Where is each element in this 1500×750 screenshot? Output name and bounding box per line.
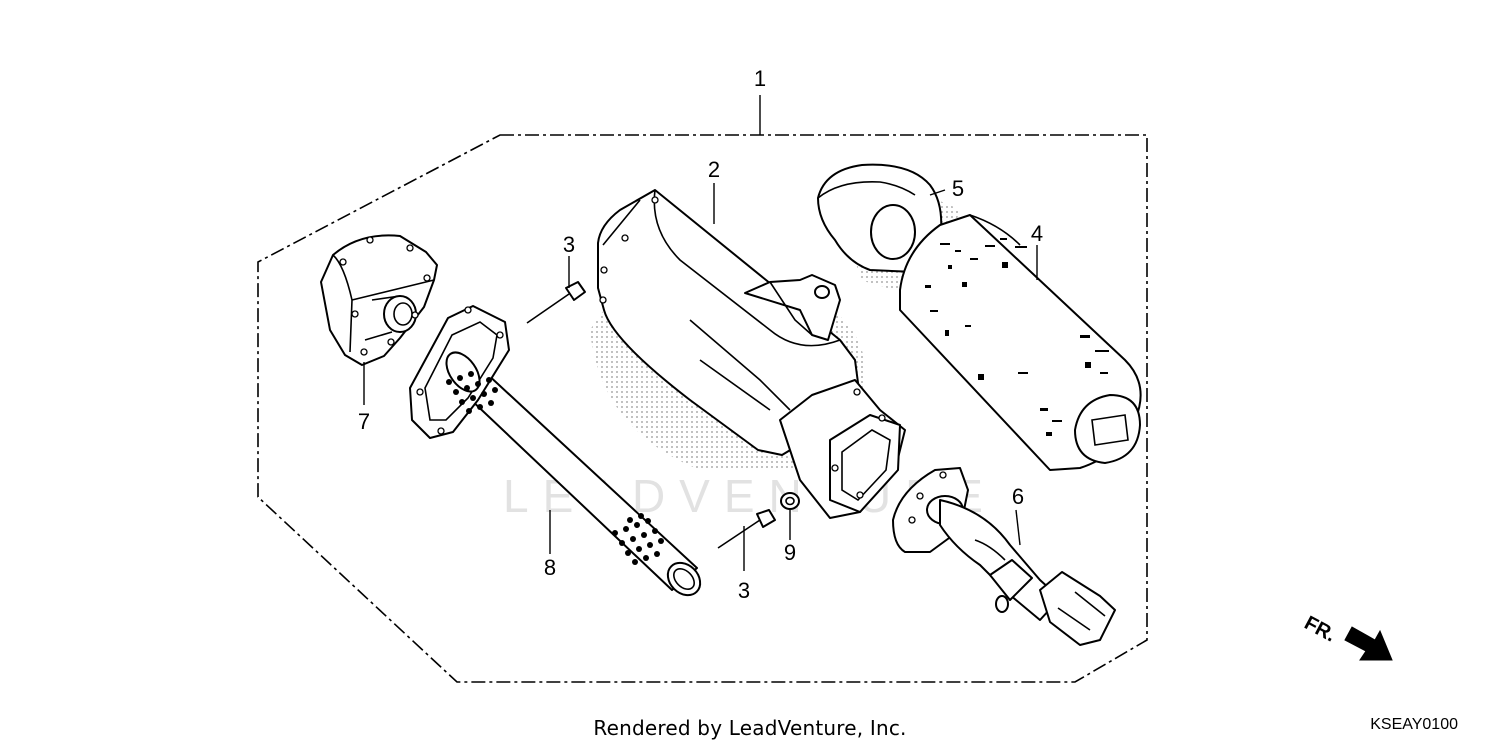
washer-part-9 (780, 492, 800, 510)
perforated-pipe-part-8 (409, 305, 702, 597)
muffler-body-part-2 (597, 189, 906, 519)
packing-wool-part-4 (899, 214, 1142, 471)
pipe-perforations-lower (612, 513, 664, 565)
callout-5: 5 (952, 176, 964, 201)
callout-9: 9 (784, 540, 796, 565)
callout-7: 7 (358, 409, 370, 434)
pipe-perforations-upper (446, 371, 498, 414)
inlet-pipe-part-6 (892, 467, 1116, 646)
end-cap-part-7 (320, 234, 438, 366)
mounting-bracket (744, 274, 841, 341)
rivet-part-3-lower (717, 509, 776, 549)
direction-label: FR. (1301, 612, 1340, 647)
diagram-code: KSEAY0100 (1370, 716, 1458, 733)
footer-credit: Rendered by LeadVenture, Inc. (593, 716, 907, 740)
rivet-part-3-upper (526, 281, 586, 324)
leader-lines (363, 95, 1038, 571)
callout-6: 6 (1012, 484, 1024, 509)
front-direction-indicator: FR. (1301, 612, 1393, 661)
callout-1: 1 (754, 66, 766, 91)
assembly-boundary-outline (257, 134, 1148, 683)
callout-2: 2 (708, 157, 720, 182)
callout-4: 4 (1031, 221, 1043, 246)
insulation-ring-part-5 (817, 163, 943, 273)
callout-3-lower: 3 (738, 578, 750, 603)
callout-3-upper: 3 (563, 232, 575, 257)
callout-8: 8 (544, 555, 556, 580)
front-arrow-icon (1344, 626, 1393, 661)
packing-texture (925, 238, 1109, 436)
